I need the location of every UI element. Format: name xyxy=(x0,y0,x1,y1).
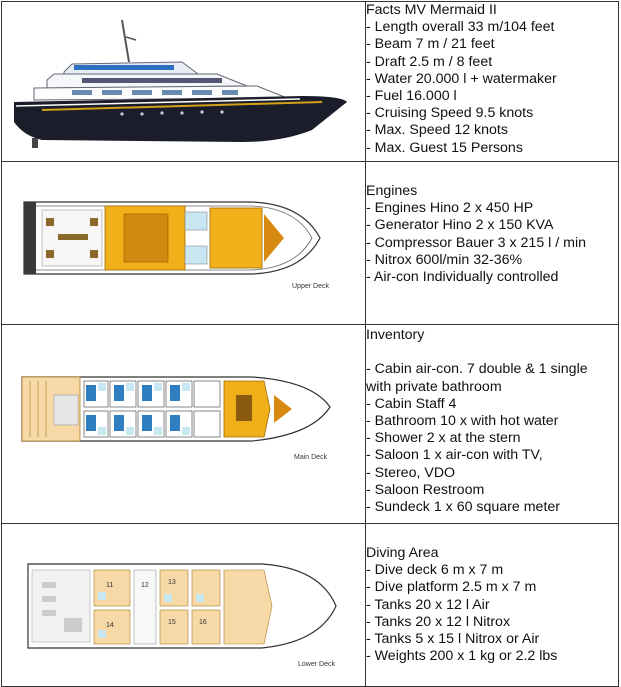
diving-cell: Diving Area - Dive deck 6 m x 7 m - Dive… xyxy=(365,523,619,687)
diving-item: - Tanks 5 x 15 l Nitrox or Air xyxy=(366,631,540,648)
facts-item: - Fuel 16.000 l xyxy=(366,88,457,105)
inventory-item: - Bathroom 10 x with hot water xyxy=(366,413,559,429)
inventory-cell: Inventory - Cabin air-con. 7 double & 1 … xyxy=(365,324,619,524)
upper-deck-plan-image: Upper Deck xyxy=(23,201,329,290)
boat-side-view-cell xyxy=(1,1,366,162)
inventory-item: with private bathroom xyxy=(366,378,502,395)
engines-item: - Engines Hino 2 x 450 HP xyxy=(366,200,534,217)
diving-item: - Tanks 20 x 12 l Air xyxy=(366,596,490,613)
lower-deck-room-number: 13 xyxy=(168,579,176,586)
lower-deck-room-number: 16 xyxy=(199,619,207,626)
engines-item: - Air-con Individually controlled xyxy=(366,269,559,286)
inventory-item-blank xyxy=(366,344,618,361)
engines-item: - Generator Hino 2 x 150 KVA xyxy=(366,217,554,234)
inventory-item: - Shower 2 x at the stern xyxy=(366,430,521,447)
lower-deck-cell: 11 12 13 14 15 16 Lower Deck xyxy=(1,523,366,687)
diving-item: - Dive deck 6 m x 7 m xyxy=(366,562,504,579)
main-deck-cell: Main Deck xyxy=(1,324,366,524)
facts-title: Facts MV Mermaid II xyxy=(366,2,497,18)
diving-item: - Tanks 20 x 12 l Nitrox xyxy=(366,613,511,630)
boat-side-view-image xyxy=(14,19,347,148)
facts-item: - Water 20.000 l + watermaker xyxy=(366,70,557,87)
engines-title: Engines xyxy=(366,183,418,199)
lower-deck-room-number: 14 xyxy=(106,622,114,629)
engines-cell: Engines - Engines Hino 2 x 450 HP - Gene… xyxy=(365,161,619,325)
inventory-item: - Saloon 1 x air-con with TV, xyxy=(366,447,543,464)
lower-deck-room-number: 11 xyxy=(106,582,113,589)
inventory-item: - Stereo, VDO xyxy=(366,464,456,481)
row-inventory: Main Deck Inventory - Cabin air-con. 7 d… xyxy=(1,324,619,524)
inventory-item: - Cabin air-con. 7 double & 1 single xyxy=(366,361,588,378)
facts-item: - Draft 2.5 m / 8 feet xyxy=(366,53,493,70)
engines-item: - Nitrox 600l/min 32-36% xyxy=(366,251,523,268)
lower-deck-label: Lower Deck xyxy=(298,661,335,668)
facts-item: - Beam 7 m / 21 feet xyxy=(366,36,495,53)
lower-deck-room-number: 12 xyxy=(141,582,149,589)
main-deck-plan-image: Main Deck xyxy=(21,376,331,461)
lower-deck-room-number: 15 xyxy=(168,619,176,626)
engines-item: - Compressor Bauer 3 x 215 l / min xyxy=(366,234,586,251)
diving-item: - Dive platform 2.5 m x 7 m xyxy=(366,579,537,596)
facts-item: - Max. Speed 12 knots xyxy=(366,122,508,139)
facts-item: - Max. Guest 15 Persons xyxy=(366,139,523,156)
upper-deck-label: Upper Deck xyxy=(292,283,329,290)
facts-item: - Length overall 33 m/104 feet xyxy=(366,19,555,36)
diving-item: - Weights 200 x 1 kg or 2.2 lbs xyxy=(366,648,558,665)
lower-deck-plan-image: 11 12 13 14 15 16 Lower Deck xyxy=(27,563,337,668)
diving-title: Diving Area xyxy=(366,545,439,561)
inventory-item: - Saloon Restroom xyxy=(366,481,485,498)
inventory-item: - Cabin Staff 4 xyxy=(366,395,457,412)
row-engines: Upper Deck Engines - Engines Hino 2 x 45… xyxy=(1,161,619,325)
main-deck-label: Main Deck xyxy=(294,454,328,461)
inventory-item: - Sundeck 1 x 60 square meter xyxy=(366,499,560,516)
facts-item: - Cruising Speed 9.5 knots xyxy=(366,105,534,122)
upper-deck-cell: Upper Deck xyxy=(1,161,366,325)
inventory-title: Inventory xyxy=(366,327,425,343)
row-diving: 11 12 13 14 15 16 Lower Deck Diving Area… xyxy=(1,523,619,687)
row-facts: Facts MV Mermaid II - Length overall 33 … xyxy=(1,1,619,162)
facts-cell: Facts MV Mermaid II - Length overall 33 … xyxy=(365,1,619,162)
